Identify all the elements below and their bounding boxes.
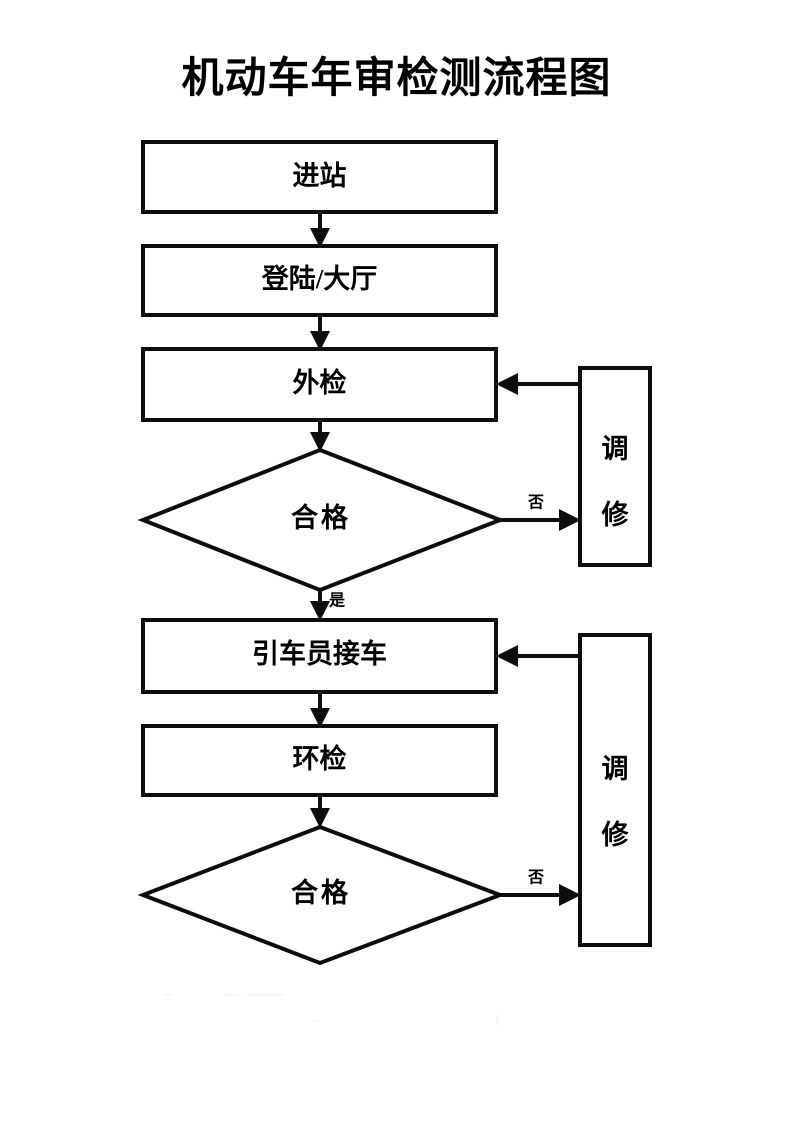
node-waijian-box[interactable] [141, 347, 498, 422]
edge-hege1-to-tiaoxiu1: 否 [500, 494, 581, 531]
edge-tiaoxiu1-to-waijian-arrow-icon [496, 373, 518, 395]
edge-hege2-to-tiaoxiu2: 否 [500, 869, 581, 906]
node-denglu-datingting[interactable]: 登陆/大厅 [141, 244, 498, 317]
node-hege-1[interactable]: 合格 [137, 447, 506, 593]
edge-tiaoxiu1-to-waijian [496, 373, 580, 395]
edge-jinzhan-to-denglu-arrow-icon [310, 228, 330, 248]
node-yinche-yuan-jieche[interactable]: 引车员接车 [141, 618, 498, 694]
node-tiaoxiu-1-label-top: 调 [602, 434, 629, 464]
node-hege-2[interactable]: 合格 [137, 824, 506, 966]
node-tiaoxiu-2-box[interactable] [578, 633, 652, 947]
node-jinzhan[interactable]: 进站 [141, 140, 498, 214]
node-tiaoxiu-2[interactable]: 调 修 [578, 633, 652, 947]
edge-tiaoxiu2-to-yinche [496, 645, 580, 667]
node-denglu-label: 登陆/大厅 [261, 264, 378, 294]
edge-yinche-to-huanjian [310, 692, 330, 728]
node-waijian[interactable]: 外检 [141, 347, 498, 422]
edge-huanjian-to-hege2 [310, 795, 330, 828]
edge-huanjian-to-hege2-arrow-icon [310, 808, 330, 828]
node-tiaoxiu-2-label-bottom: 修 [601, 820, 630, 850]
edge-denglu-to-waijian-arrow-icon [310, 331, 330, 351]
edge-hege1-to-tiaoxiu1-arrow-icon [559, 509, 581, 531]
edge-hege2-to-tiaoxiu2-arrow-icon [559, 884, 581, 906]
node-waijian-label: 外检 [293, 367, 347, 398]
edge-label-yes-1: 是 [328, 592, 345, 610]
node-jinzhan-box[interactable] [141, 140, 498, 214]
node-tiaoxiu-1-label-bottom: 修 [601, 500, 630, 530]
edge-hege1-to-yinche: 是 [310, 590, 345, 621]
node-hege-1-label: 合格 [291, 502, 351, 533]
edge-tiaoxiu2-to-yinche-arrow-icon [496, 645, 518, 667]
scan-artifacts [163, 994, 498, 1026]
node-yinche-label: 引车员接车 [252, 638, 387, 669]
edge-yinche-to-huanjian-arrow-icon [310, 708, 330, 728]
edge-jinzhan-to-denglu [310, 212, 330, 248]
edge-label-no-2: 否 [527, 869, 544, 887]
node-hege-2-label: 合格 [291, 877, 351, 908]
node-huanjian[interactable]: 环检 [141, 724, 498, 797]
edge-waijian-to-hege1-arrow-icon [310, 432, 330, 452]
edge-label-no-1: 否 [527, 494, 544, 512]
node-tiaoxiu-2-label-top: 调 [602, 754, 629, 784]
edge-denglu-to-waijian [310, 315, 330, 351]
page-title: 机动车年审检测流程图 [181, 54, 612, 101]
node-huanjian-label: 环检 [293, 743, 347, 774]
node-huanjian-box[interactable] [141, 724, 498, 797]
edge-hege1-to-yinche-arrow-icon [310, 601, 330, 621]
edge-waijian-to-hege1 [310, 420, 330, 452]
node-yinche-box[interactable] [141, 618, 498, 694]
node-hege-2-diamond[interactable] [137, 824, 506, 966]
node-tiaoxiu-1-box[interactable] [578, 366, 652, 567]
node-jinzhan-label: 进站 [293, 161, 347, 191]
node-tiaoxiu-1[interactable]: 调 修 [578, 366, 652, 567]
